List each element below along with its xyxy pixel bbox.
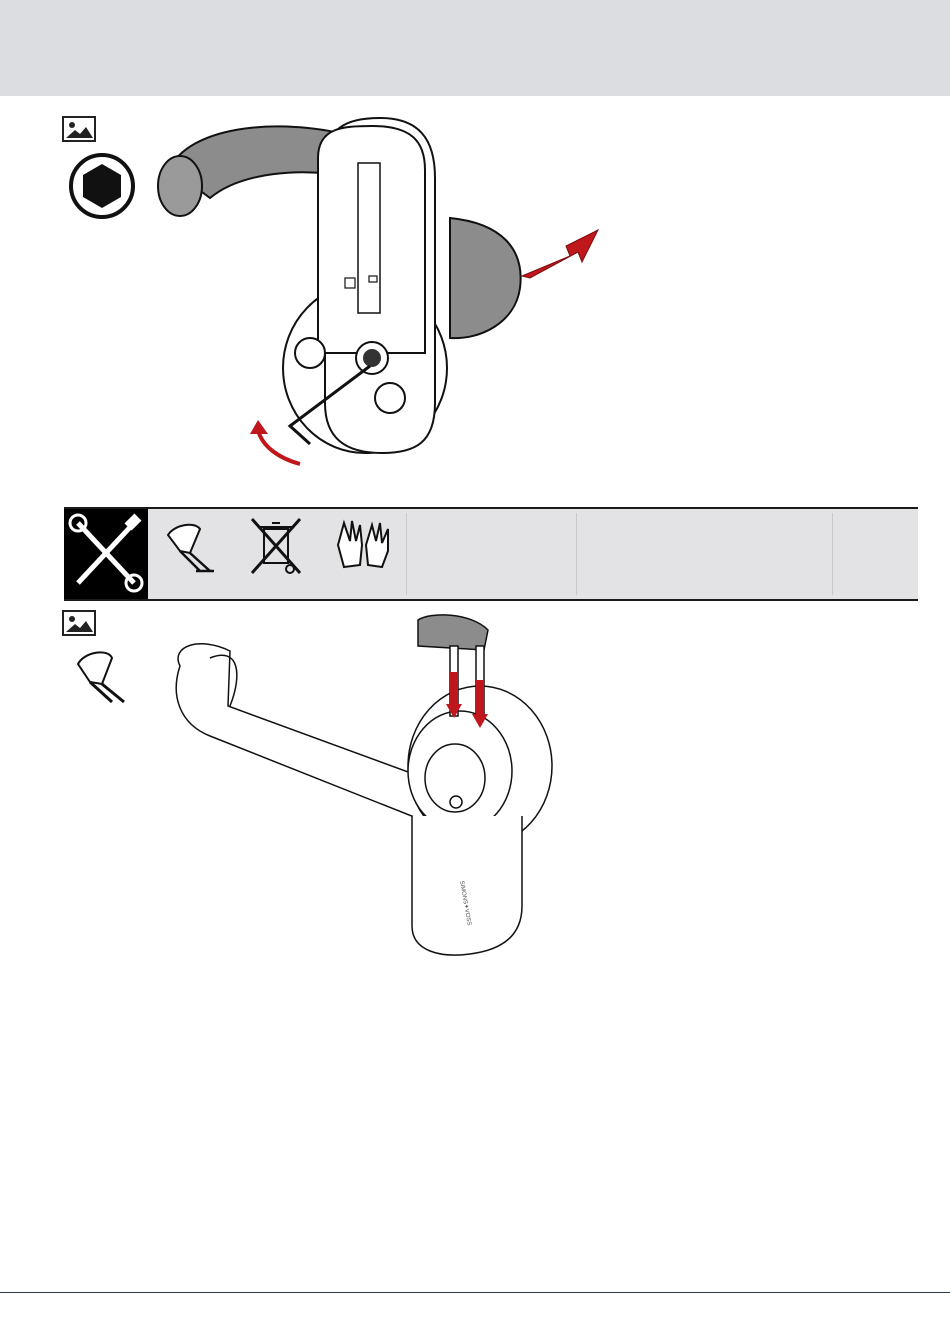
handle-removal-illustration [150,108,620,478]
stand-icon [160,515,224,575]
stand-insertion-illustration: SIMONS✦VOSS [150,606,570,966]
footer-rule [0,1292,950,1293]
gloves-icon [330,515,396,577]
page-header-band [0,0,950,96]
stand-icon [70,644,136,706]
requirements-toolbar [64,507,918,601]
hex-key-icon [68,152,136,220]
weee-bin-icon [246,515,306,579]
toolbar-divider [406,513,407,595]
toolbar-divider [832,513,833,595]
image-icon [62,610,96,636]
toolbar-divider [576,513,577,595]
image-icon [62,116,96,142]
tools-icon [64,509,148,599]
